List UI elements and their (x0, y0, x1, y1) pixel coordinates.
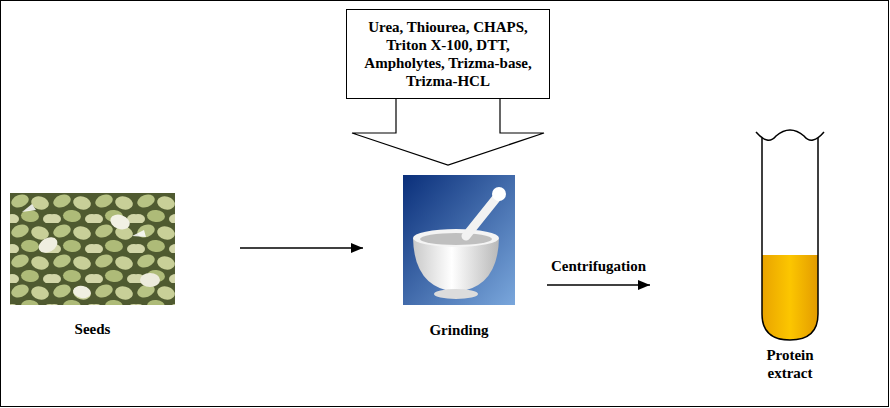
seeds-photo (10, 193, 175, 305)
flow-arrow (547, 284, 650, 286)
node-text: Protein extract (745, 346, 835, 382)
hollow-arrow (352, 99, 544, 165)
edge-label: Centrifugation (549, 257, 648, 275)
test-tube (756, 130, 824, 340)
step-label: Grinding (403, 175, 515, 339)
reagent-box: Urea, Thiourea, CHAPS, Triton X-100, DTT… (346, 9, 550, 99)
flow-arrow (240, 247, 363, 249)
node-text: Urea, Thiourea, CHAPS, Triton X-100, DTT… (353, 18, 543, 90)
node-text: Seeds (10, 320, 175, 338)
step-label: Seeds (10, 193, 175, 338)
mortar-photo (403, 175, 515, 305)
node-text: Grinding (403, 321, 515, 339)
step-label: Protein extract (745, 130, 835, 382)
